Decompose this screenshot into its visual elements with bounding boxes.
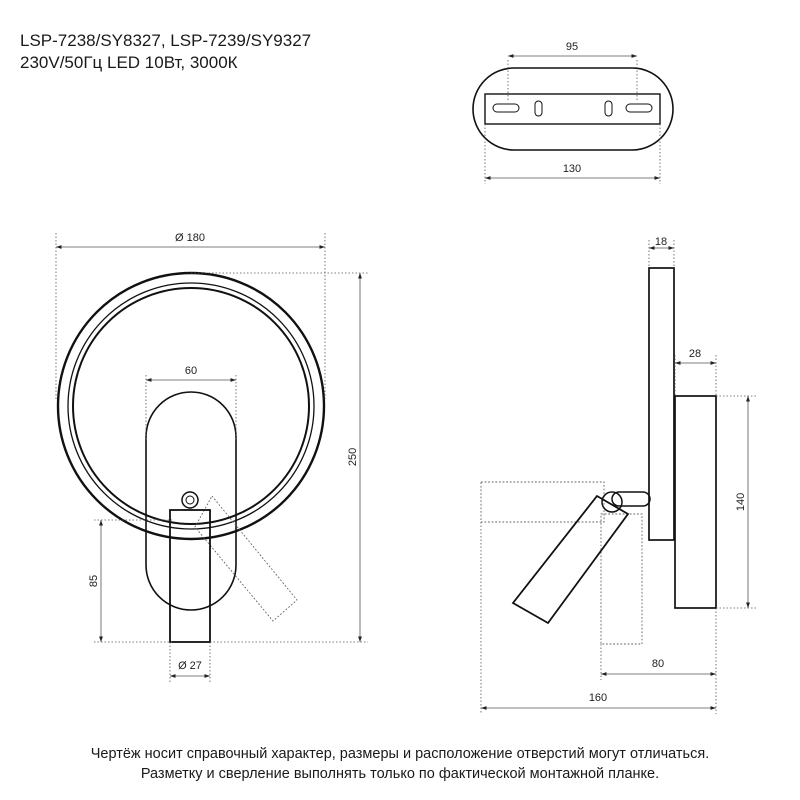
spot-arm [611, 491, 651, 507]
ring-panel-side [648, 267, 675, 541]
model-numbers: LSP-7238/SY8327, LSP-7239/SY9327 [20, 31, 312, 50]
ring-inner [67, 282, 315, 530]
dim-label-oval-width: 60 [185, 365, 197, 377]
top-view: 95 130 [472, 41, 674, 184]
spot-alt-vertical [600, 513, 643, 645]
mounting-slot-right [625, 103, 653, 113]
header: LSP-7238/SY8327, LSP-7239/SY9327 230V/50… [20, 30, 311, 74]
oval-base [145, 391, 237, 611]
disclaimer: Чертёж носит справочный характер, размер… [0, 744, 800, 784]
dim-label-base-height: 140 [735, 493, 747, 511]
dim-label-width: 130 [563, 163, 581, 175]
dim-label-diameter: Ø 180 [175, 232, 205, 244]
dim-label-reach-long: 160 [589, 692, 607, 704]
disclaimer-line-1: Чертёж носит справочный характер, размер… [90, 746, 710, 762]
wall-base-side [674, 395, 717, 609]
front-view: Ø 180 60 250 85 Ø 27 [55, 232, 368, 682]
ring-diffuser [72, 287, 310, 525]
spot-alt-horizontal [480, 481, 605, 523]
mounting-slot-left [492, 103, 520, 113]
ring-outer [56, 271, 326, 541]
spot-joint [181, 491, 199, 509]
dim-label-panel-depth: 18 [655, 236, 667, 248]
top-view-outline [472, 67, 674, 151]
spot-body [169, 509, 211, 643]
mounting-plate [484, 93, 661, 125]
electrical-specs: 230V/50Гц LED 10Вт, 3000К [20, 53, 238, 72]
side-view: 18 28 140 80 160 [480, 236, 756, 714]
mounting-hole-left [534, 100, 543, 117]
spot-alt-position [194, 495, 298, 622]
dim-label-spot-height: 85 [88, 575, 100, 587]
spot-body-tilted [511, 494, 630, 625]
dim-label-spot-diameter: Ø 27 [178, 660, 202, 672]
mounting-hole-right [604, 100, 613, 117]
dim-label-reach-short: 80 [652, 658, 664, 670]
dim-label-height: 250 [347, 448, 359, 466]
disclaimer-line-2: Разметку и сверление выполнять только по… [140, 766, 660, 782]
spot-joint-center [185, 495, 195, 505]
spot-pivot [601, 491, 623, 513]
dim-label-base-depth: 28 [689, 348, 701, 360]
dim-label-holes: 95 [566, 41, 578, 53]
